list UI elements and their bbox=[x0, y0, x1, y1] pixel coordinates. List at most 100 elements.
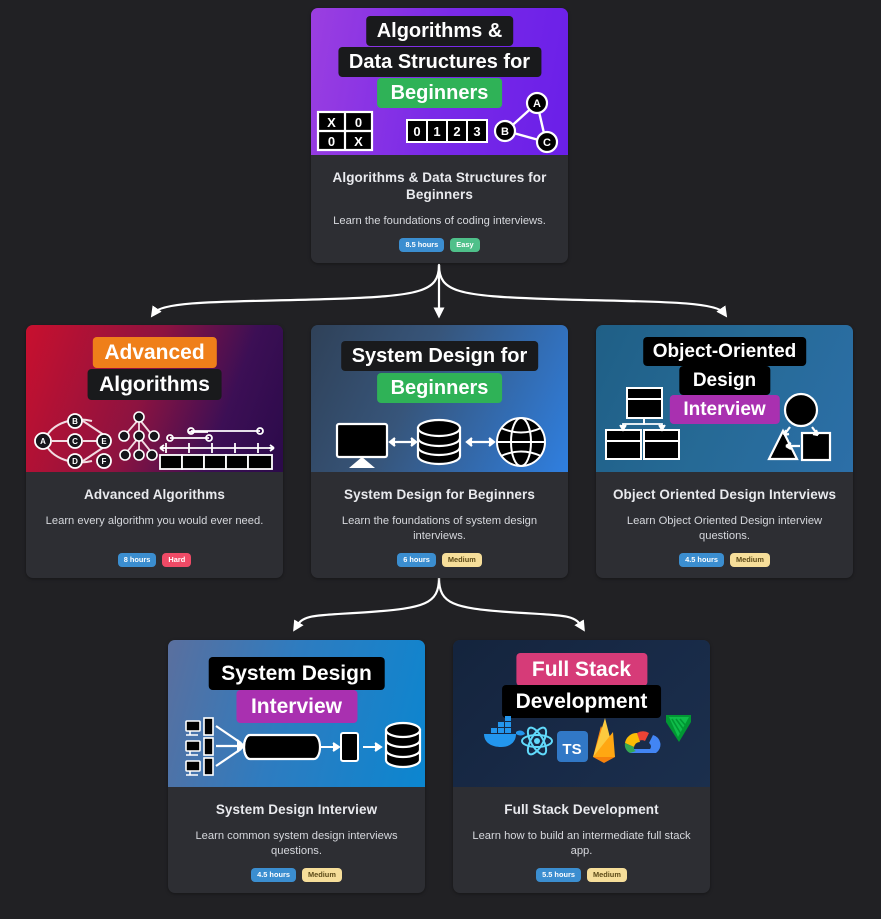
thumb-line-2: Development bbox=[501, 685, 662, 718]
hours-badge: 8.5 hours bbox=[399, 237, 445, 252]
monitor-icon bbox=[335, 422, 389, 468]
thumb-line-1: Advanced bbox=[92, 337, 217, 368]
card-badges: 4.5 hours Medium bbox=[596, 552, 853, 567]
card-badges: 4.5 hours Medium bbox=[168, 867, 425, 882]
array-cell-1: 1 bbox=[433, 124, 440, 139]
grid-cell-0: X bbox=[327, 115, 336, 130]
tic-tac-toe-grid bbox=[316, 110, 374, 152]
svg-text:F: F bbox=[102, 457, 107, 466]
card-system-design-interview[interactable]: System Design Interview bbox=[168, 640, 425, 893]
card-title: Full Stack Development bbox=[504, 802, 659, 817]
card-thumbnail: System Design Interview bbox=[168, 640, 425, 787]
card-title: System Design Interview bbox=[215, 802, 378, 817]
card-system-design-beginners[interactable]: System Design for Beginners bbox=[311, 325, 568, 578]
card-title: Algorithms & Data Structures for Beginne… bbox=[332, 170, 547, 203]
difficulty-badge: Medium bbox=[586, 867, 627, 882]
svg-text:E: E bbox=[101, 437, 107, 446]
card-title: Object Oriented Design Interviews bbox=[612, 487, 837, 502]
arrow-db-globe bbox=[465, 437, 496, 447]
difficulty-badge: Medium bbox=[441, 552, 482, 567]
thumb-line-1: Algorithms & bbox=[365, 16, 514, 46]
thumb-line-2: Data Structures for bbox=[337, 47, 542, 77]
thumb-line-1: Full Stack bbox=[515, 653, 648, 686]
svg-text:B: B bbox=[501, 126, 509, 138]
thumb-line-1: System Design for bbox=[340, 341, 539, 371]
database-icon bbox=[384, 721, 422, 769]
card-body: Full Stack Development Learn how to buil… bbox=[453, 787, 710, 858]
card-description: Learn common system design interviews qu… bbox=[195, 830, 398, 857]
thumb-line-3: Interview bbox=[669, 395, 780, 424]
difficulty-badge: Medium bbox=[729, 552, 770, 567]
hours-badge: 8 hours bbox=[117, 552, 157, 567]
card-badges: 8.5 hours Easy bbox=[311, 237, 568, 252]
client-workstations bbox=[185, 717, 214, 776]
card-title: System Design for Beginners bbox=[343, 487, 535, 502]
shapes-circle-square-triangle bbox=[767, 392, 832, 462]
react-icon bbox=[521, 726, 553, 756]
graph-node-b bbox=[493, 119, 517, 143]
arrow-monitor-db bbox=[388, 437, 418, 447]
svg-text:C: C bbox=[72, 437, 78, 446]
firebase-icon bbox=[593, 718, 615, 763]
card-badges: 6 hours Medium bbox=[311, 552, 568, 567]
card-advanced-algorithms[interactable]: Advanced Algorithms bbox=[26, 325, 283, 578]
docker-icon bbox=[484, 716, 525, 747]
card-thumbnail: System Design for Beginners bbox=[311, 325, 568, 472]
thumb-line-1: System Design bbox=[208, 657, 385, 690]
globe-icon bbox=[496, 417, 546, 467]
server-icon bbox=[340, 732, 359, 762]
thumb-art bbox=[605, 387, 832, 462]
card-description: Learn every algorithm you would ever nee… bbox=[45, 515, 264, 528]
card-body: System Design for Beginners Learn the fo… bbox=[311, 472, 568, 543]
card-body: System Design Interview Learn common sys… bbox=[168, 787, 425, 858]
grid-cell-1: 0 bbox=[355, 115, 362, 130]
card-body: Object Oriented Design Interviews Learn … bbox=[596, 472, 853, 543]
card-description: Learn how to build an intermediate full … bbox=[472, 830, 691, 857]
array-cell-3: 3 bbox=[473, 124, 480, 139]
connector-root-to-left bbox=[150, 263, 441, 318]
svg-text:D: D bbox=[72, 457, 78, 466]
hours-badge: 4.5 hours bbox=[251, 867, 296, 882]
graph-node-c bbox=[535, 130, 559, 154]
svg-text:C: C bbox=[543, 137, 551, 149]
card-thumbnail: Full Stack Development bbox=[453, 640, 710, 787]
google-cloud-icon bbox=[624, 731, 661, 753]
card-description: Learn the foundations of coding intervie… bbox=[333, 215, 546, 228]
array-cell-2: 2 bbox=[453, 124, 460, 139]
thumb-line-2: Interview bbox=[235, 690, 358, 723]
thumb-line-2: Algorithms bbox=[87, 369, 222, 400]
svg-text:A: A bbox=[40, 437, 46, 446]
card-thumbnail: Advanced Algorithms bbox=[26, 325, 283, 472]
card-body: Advanced Algorithms Learn every algorith… bbox=[26, 472, 283, 529]
card-body: Algorithms & Data Structures for Beginne… bbox=[311, 155, 568, 229]
card-badges: 5.5 hours Medium bbox=[453, 867, 710, 882]
typescript-icon: TS bbox=[557, 731, 588, 762]
card-algorithms-data-structures-beginners[interactable]: Algorithms & Data Structures for Beginne… bbox=[311, 8, 568, 263]
card-badges: 8 hours Hard bbox=[26, 552, 283, 567]
card-full-stack-development[interactable]: Full Stack Development bbox=[453, 640, 710, 893]
hours-badge: 4.5 hours bbox=[679, 552, 724, 567]
svg-text:B: B bbox=[72, 417, 78, 426]
thumb-art bbox=[335, 417, 546, 468]
thumb-line-2: Design bbox=[678, 366, 771, 395]
thumb-art: A B C D E F bbox=[34, 411, 275, 470]
arrow-lb-server bbox=[321, 742, 341, 752]
thumb-art bbox=[185, 717, 422, 776]
load-balancer bbox=[242, 733, 322, 761]
database-icon bbox=[416, 418, 462, 466]
connector-center-to-sdi bbox=[293, 576, 441, 632]
graph-node-a bbox=[525, 91, 549, 115]
array-cell-0: 0 bbox=[413, 124, 420, 139]
thumb-line-3: Beginners bbox=[376, 78, 503, 108]
difficulty-badge: Medium bbox=[301, 867, 342, 882]
card-description: Learn Object Oriented Design interview q… bbox=[626, 515, 823, 542]
svg-text:A: A bbox=[533, 98, 541, 110]
thumb-line-2: Beginners bbox=[376, 373, 503, 403]
connector-root-to-right bbox=[437, 263, 728, 318]
card-object-oriented-design-interviews[interactable]: Object-Oriented Design Interview bbox=[596, 325, 853, 578]
thumb-art: TS bbox=[484, 715, 691, 763]
connector-center-to-fsd bbox=[437, 576, 585, 632]
card-thumbnail: Object-Oriented Design Interview bbox=[596, 325, 853, 472]
difficulty-badge: Easy bbox=[450, 237, 480, 252]
